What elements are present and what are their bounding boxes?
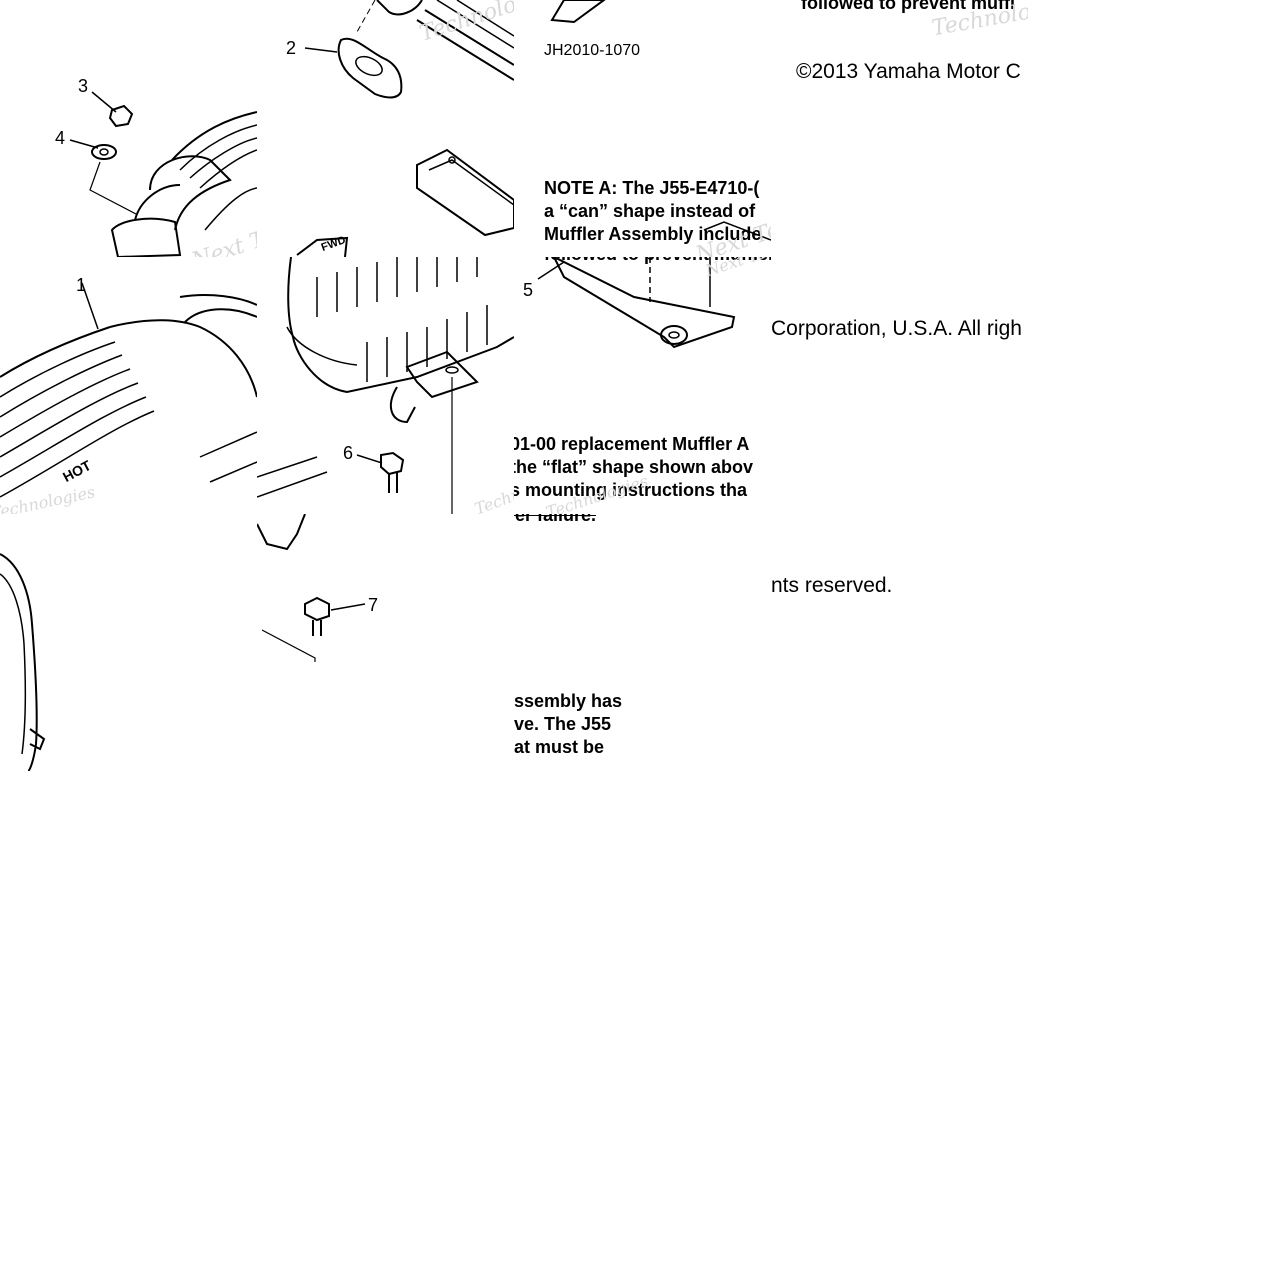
note-line: a “can” shape instead of (544, 201, 756, 221)
copyright-part-3: nts reserved. (771, 574, 893, 597)
callout-4: 4 (55, 128, 66, 148)
muffler-can-drawing (257, 257, 514, 514)
tile-bottom-middle: 7 (257, 514, 514, 771)
fwd-arrow-icon (550, 0, 771, 241)
note-line: followed to prevent muffler failure. (544, 257, 771, 266)
callout-2: 2 (286, 38, 297, 58)
bolt-drawing (257, 514, 366, 662)
note-a-column-1-tail: followed to prevent muffler failure. (544, 257, 771, 266)
note-a-column-3: ssembly has ve. The J55 at must be (514, 690, 622, 759)
tile-center: 6 Technologies (257, 257, 514, 514)
note-line: ler failure. (514, 514, 597, 525)
note-line: at must be (514, 737, 605, 757)
note-line: ve. The J55 (514, 714, 612, 734)
callout-6: 6 (343, 443, 354, 463)
diagram-code: JH2010-1070 (544, 42, 641, 59)
muffler-drawing-main (0, 282, 257, 498)
tile-top-middle: 2 Technologies FWD (257, 0, 514, 257)
note-line: NOTE A: The J55-E4710-( (544, 178, 760, 198)
callout-1: 1 (76, 275, 87, 295)
tile-top-right: JH2010-1070 NOTE A: The J55-E4710-( a “c… (514, 0, 771, 257)
tile-top-left: 3 4 Next Tech (0, 0, 257, 257)
tile-bottom-far-right: nts reserved. (771, 514, 1028, 771)
bracket-drawing (537, 257, 736, 349)
callout-5: 5 (523, 280, 534, 300)
note-line: 01-00 replacement Muffler A (514, 434, 750, 454)
tile-top-far-right: followed to prevent muffl ©2013 Yamaha M… (771, 0, 1028, 257)
note-a-column-1: NOTE A: The J55-E4710-( a “can” shape in… (544, 177, 761, 246)
copyright-part-2: Corporation, U.S.A. All righ (771, 317, 1022, 340)
tile-middle-right: 5 followed to prevent muffler failure. 0… (514, 257, 771, 514)
muffler-drawing-bottom (0, 553, 46, 771)
note-top-fragment: followed to prevent muffl (801, 0, 1015, 13)
note-line: Muffler Assembly include (544, 224, 762, 244)
tile-middle-far-right: Corporation, U.S.A. All righ (771, 257, 1028, 514)
tile-bottom-right: ler failure. ssembly has ve. The J55 at … (514, 514, 771, 771)
note-line: the “flat” shape shown abov (514, 457, 754, 477)
flange-drawing (296, 0, 514, 257)
note-a-column-2-tail: ler failure. (514, 514, 596, 527)
note-line: ssembly has (514, 691, 623, 711)
callout-7: 7 (368, 595, 379, 615)
note-line: s mounting instructions tha (514, 480, 747, 500)
note-a-column-2: 01-00 replacement Muffler A the “flat” s… (514, 433, 753, 502)
copyright-part-1: ©2013 Yamaha Motor C (796, 60, 1021, 83)
muffler-drawing-top-left (69, 91, 257, 257)
tile-bottom-left (0, 514, 257, 771)
tile-middle-left: 1 HOT Technologies (0, 257, 257, 514)
callout-3: 3 (78, 76, 89, 96)
